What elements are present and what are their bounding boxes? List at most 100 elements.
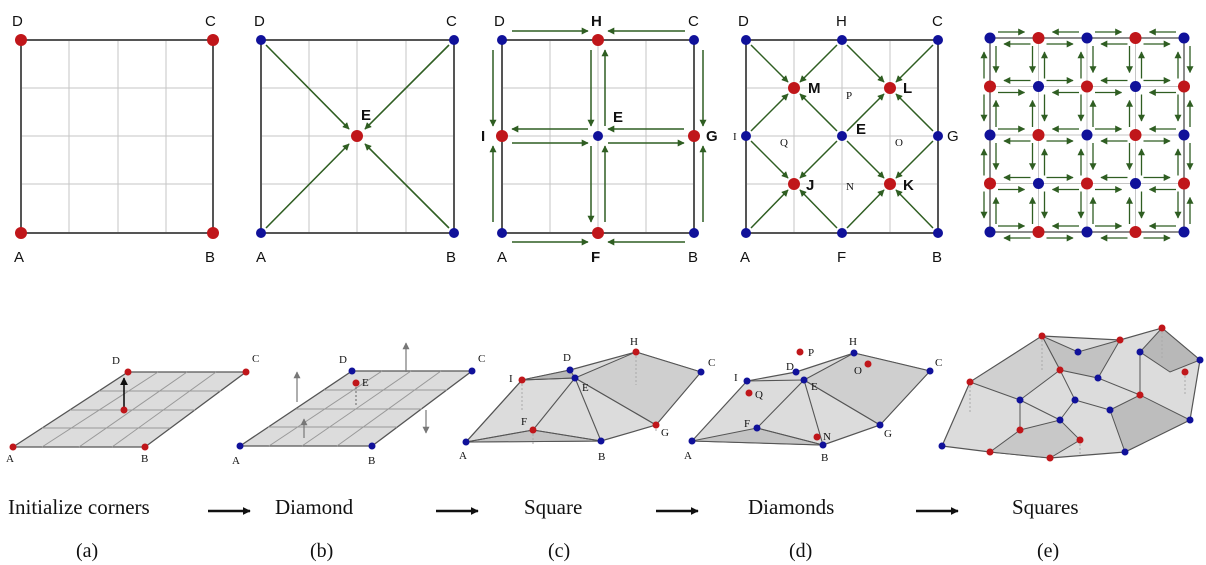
plane-d-label-i: I (734, 372, 738, 384)
red-point (1081, 177, 1093, 190)
sub-label-d: (d) (789, 540, 812, 562)
label-a: A (740, 249, 750, 266)
plane-b-label-d: D (339, 354, 347, 366)
label-j: J (806, 177, 814, 194)
sub-label-c: (c) (548, 540, 570, 562)
red-point (1178, 177, 1190, 190)
label-d: D (738, 13, 749, 30)
step-initialize-corners: Initialize corners (8, 495, 150, 519)
plane-a-label-b: B (141, 453, 148, 465)
blue-point (1178, 129, 1190, 141)
step-squares: Squares (1012, 495, 1079, 519)
blue-point (1081, 32, 1093, 44)
label-h: H (836, 13, 847, 30)
label-g: G (706, 128, 718, 145)
label-d: D (12, 13, 23, 30)
plane-a: D C A B (6, 353, 259, 465)
plane-d-label-a: A (684, 450, 692, 462)
label-f: F (837, 249, 846, 266)
sub-label-e: (e) (1037, 540, 1059, 562)
red-point (1081, 80, 1093, 93)
red-point (984, 80, 996, 93)
plane-a-label-d: D (112, 355, 120, 367)
blue-point (984, 129, 996, 141)
panel-d-grid: D C A B H M P L I Q E O G J N K F (733, 13, 959, 266)
corner-a-point (15, 227, 27, 239)
plane-c-label-h: H (630, 336, 638, 348)
red-point (1032, 226, 1045, 238)
plane-d-label-d: D (786, 361, 794, 373)
plane-b: D E C A B (232, 342, 485, 467)
label-b: B (205, 249, 215, 266)
plane-c-label-f: F (521, 416, 527, 428)
plane-d-label-c: C (935, 357, 942, 369)
plane-d-label-e: E (811, 381, 818, 393)
plane-d-label-o: O (854, 365, 862, 377)
blue-point (1178, 226, 1190, 238)
label-i: I (481, 128, 485, 145)
sub-label-a: (a) (76, 540, 98, 562)
plane-d-label-q: Q (755, 389, 763, 401)
corner-c-point (207, 34, 219, 46)
label-o: O (895, 137, 903, 149)
corner-b-point (207, 227, 219, 239)
step-captions: Initialize corners Diamond Square Diamon… (8, 495, 1079, 562)
label-q: Q (780, 137, 788, 149)
plane-b-label-e: E (362, 377, 369, 389)
label-k: K (903, 177, 914, 194)
label-l: L (903, 80, 912, 97)
blue-point (1130, 81, 1141, 92)
plane-d-label-f: F (744, 418, 750, 430)
plane-d-label-h: H (849, 336, 857, 348)
label-d: D (494, 13, 505, 30)
label-c: C (932, 13, 943, 30)
blue-point (1130, 178, 1141, 189)
panel-a-grid: D C A B (12, 13, 219, 266)
plane-d: P H D O C I Q E F N G A B (684, 336, 942, 464)
plane-d-label-b: B (821, 452, 828, 464)
label-p: P (846, 90, 852, 102)
plane-d-label-p: P (808, 347, 814, 359)
blue-point (1178, 32, 1190, 44)
label-c: C (446, 13, 457, 30)
label-b: B (932, 249, 942, 266)
label-m: M (808, 80, 821, 97)
plane-a-label-c: C (252, 353, 259, 365)
label-f: F (591, 249, 600, 266)
red-point (1129, 226, 1142, 238)
plane-c-label-e: E (582, 382, 589, 394)
label-h: H (591, 13, 602, 30)
label-e: E (856, 121, 866, 138)
red-point (984, 177, 996, 190)
panel-c-grid: D C A B H I E G F (481, 13, 718, 266)
step-square: Square (524, 495, 582, 519)
plane-c-label-d: D (563, 352, 571, 364)
sub-label-b: (b) (310, 540, 333, 562)
label-c: C (688, 13, 699, 30)
plane-b-label-a: A (232, 455, 240, 467)
blue-point (1081, 129, 1093, 141)
plane-c-label-g: G (661, 427, 669, 439)
label-i: I (733, 131, 737, 143)
label-g: G (947, 128, 959, 145)
blue-point (1033, 81, 1044, 92)
red-point (1032, 129, 1045, 141)
plane-d-label-g: G (884, 428, 892, 440)
blue-point (1033, 178, 1044, 189)
plane-c-label-c: C (708, 357, 715, 369)
panel-b-grid: D C A B E (254, 13, 459, 266)
red-point (1129, 32, 1142, 44)
label-e: E (361, 107, 371, 124)
label-e: E (613, 109, 623, 126)
plane-b-label-b: B (368, 455, 375, 467)
label-a: A (256, 249, 266, 266)
corner-d-point (15, 34, 27, 46)
blue-point (984, 32, 996, 44)
plane-c-label-b: B (598, 451, 605, 463)
red-point (1129, 129, 1142, 141)
plane-c: H D C I E F G A B (459, 336, 715, 463)
label-d: D (254, 13, 265, 30)
label-a: A (14, 249, 24, 266)
plane-d-label-n: N (823, 431, 831, 443)
